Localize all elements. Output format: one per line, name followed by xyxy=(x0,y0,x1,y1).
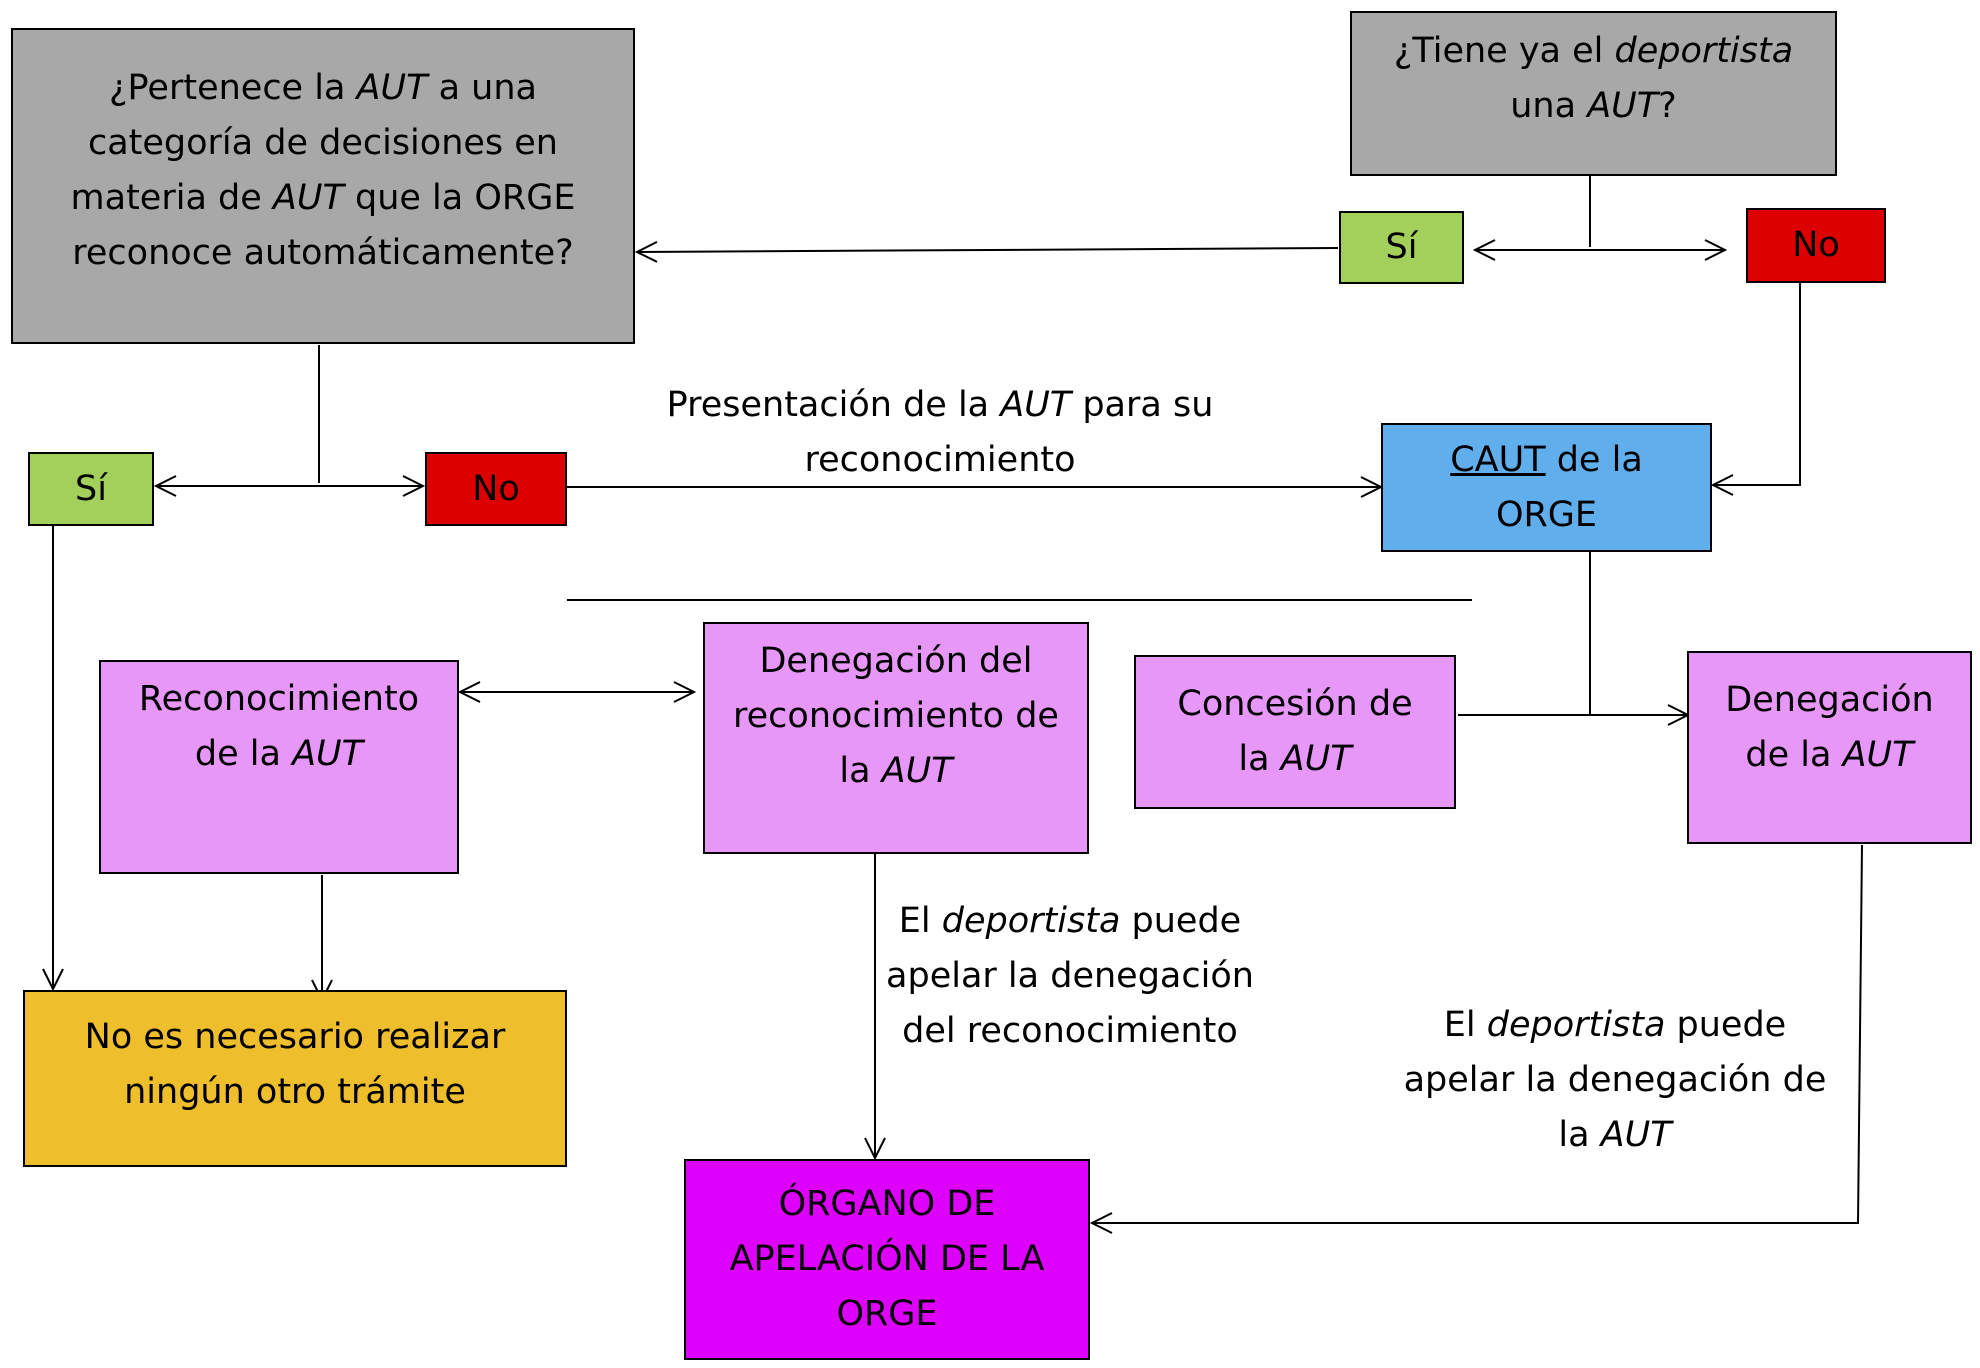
organo-apelacion-box: ÓRGANO DE APELACIÓN DE LA ORGE xyxy=(684,1159,1090,1360)
reconocimiento-box: Reconocimiento de la AUT xyxy=(99,660,459,874)
reconocimiento-line1: Reconocimiento xyxy=(138,679,420,719)
categoria-line1-b: AUT xyxy=(356,68,428,108)
apelar-aut-line1-a: El xyxy=(1443,1005,1487,1045)
no-necesario-box: No es necesario realizar ningún otro trá… xyxy=(23,990,567,1167)
categoria-line3-a: materia de xyxy=(70,178,273,218)
tiene-question-box: ¿Tiene ya el deportista una AUT? xyxy=(1350,11,1837,176)
caut-line2: ORGE xyxy=(1495,494,1598,535)
apelar-aut-line2: apelar la denegación de xyxy=(1403,1060,1827,1100)
caut-line1-b: de la xyxy=(1545,439,1643,480)
presentacion-line1-c: para su xyxy=(1071,385,1214,425)
denegacion-aut-line2-a: de la xyxy=(1745,735,1843,775)
organo-line1: ÓRGANO DE xyxy=(778,1184,996,1224)
si-left-box: Sí xyxy=(28,452,154,526)
denegacion-reconocimiento-line1: Denegación del xyxy=(759,641,1033,681)
denegacion-reconocimiento-line2: reconocimiento de xyxy=(733,696,1059,736)
categoria-line1-c: a una xyxy=(427,68,537,108)
apelar-aut-label: El deportista puede apelar la denegación… xyxy=(1395,998,1835,1163)
apelar-aut-line3-b: AUT xyxy=(1600,1115,1672,1155)
apelar-reconocimiento-line1-c: puede xyxy=(1120,901,1242,941)
apelar-aut-line1-c: puede xyxy=(1665,1005,1787,1045)
tiene-line2-b: AUT xyxy=(1587,85,1659,126)
denegacion-reconocimiento-line3-a: la xyxy=(839,751,882,791)
tiene-line2-c: ? xyxy=(1658,85,1677,126)
concesion-box: Concesión de la AUT xyxy=(1134,655,1456,809)
si-top-box: Sí xyxy=(1339,211,1464,284)
apelar-reconocimiento-label: El deportista puede apelar la denegación… xyxy=(870,894,1270,1059)
si-top-label: Sí xyxy=(1385,227,1418,267)
apelar-reconocimiento-line1-a: El xyxy=(898,901,942,941)
denegacion-reconocimiento-line3-b: AUT xyxy=(881,751,953,791)
apelar-reconocimiento-line3: del reconocimiento xyxy=(902,1011,1238,1051)
denegacion-reconocimiento-box: Denegación del reconocimiento de la AUT xyxy=(703,622,1089,854)
tiene-line2-a: una xyxy=(1510,85,1588,126)
si-top-to-categoria-arrow xyxy=(637,248,1339,252)
denegacion-aut-line2-b: AUT xyxy=(1842,735,1914,775)
organo-line3: ORGE xyxy=(836,1294,938,1334)
apelar-aut-line3-a: la xyxy=(1558,1115,1601,1155)
categoria-line4: reconoce automáticamente? xyxy=(72,233,574,273)
concesion-line2-b: AUT xyxy=(1280,739,1352,779)
presentacion-line1-a: Presentación de la xyxy=(666,385,1001,425)
categoria-line3-b: AUT xyxy=(272,178,344,218)
categoria-line2: categoría de decisiones en xyxy=(87,123,558,163)
tiene-line1-b: deportista xyxy=(1614,30,1794,71)
no-top-label: No xyxy=(1792,225,1840,265)
categoria-question-box: ¿Pertenece la AUT a una categoría de dec… xyxy=(11,28,635,344)
categoria-line3-c: que la ORGE xyxy=(343,178,576,218)
apelar-aut-line1-b: deportista xyxy=(1486,1005,1666,1045)
denegacion-aut-box: Denegación de la AUT xyxy=(1687,651,1972,844)
apelar-reconocimiento-line2: apelar la denegación xyxy=(886,956,1254,996)
apelar-reconocimiento-line1-b: deportista xyxy=(941,901,1121,941)
caut-acronym: CAUT xyxy=(1450,439,1546,480)
reconocimiento-line2-a: de la xyxy=(194,734,293,774)
caut-box: CAUT de la ORGE xyxy=(1381,423,1712,552)
concesion-line2-a: la xyxy=(1238,739,1281,779)
no-top-box: No xyxy=(1746,208,1886,283)
si-left-label: Sí xyxy=(75,468,107,509)
denegacion-aut-line1: Denegación xyxy=(1725,680,1934,720)
no-left-box: No xyxy=(425,452,567,526)
presentacion-line2: reconocimiento xyxy=(804,440,1076,480)
organo-line2: APELACIÓN DE LA xyxy=(729,1239,1045,1279)
reconocimiento-line2-b: AUT xyxy=(292,734,364,774)
no-top-to-caut-arrow xyxy=(1713,283,1801,485)
denegacion-aut-to-organo-arrow xyxy=(1092,844,1863,1223)
tiene-line1-a: ¿Tiene ya el xyxy=(1393,30,1615,71)
concesion-line1: Concesión de xyxy=(1177,684,1413,724)
no-necesario-line2: ningún otro trámite xyxy=(124,1072,466,1112)
no-necesario-line1: No es necesario realizar xyxy=(84,1017,506,1057)
presentacion-line1-b: AUT xyxy=(1000,385,1072,425)
no-left-label: No xyxy=(472,468,520,509)
presentacion-label: Presentación de la AUT para su reconocim… xyxy=(640,378,1240,488)
categoria-line1-a: ¿Pertenece la xyxy=(108,68,357,108)
